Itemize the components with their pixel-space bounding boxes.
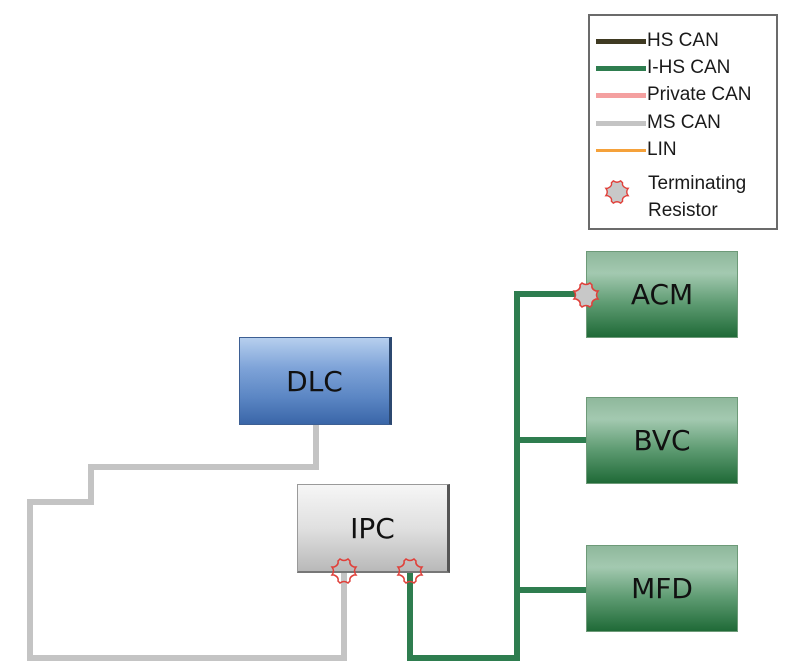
legend: HS CAN I-HS CAN Private CAN MS CAN LIN T…: [588, 14, 778, 230]
legend-item-private-can: Private CAN: [590, 82, 752, 108]
node-acm-label: ACM: [630, 278, 694, 311]
legend-item-lin: LIN: [590, 137, 677, 163]
legend-item-ms-can: MS CAN: [590, 110, 721, 136]
node-bvc[interactable]: BVC: [586, 397, 738, 484]
node-mfd[interactable]: MFD: [586, 545, 738, 632]
node-dlc[interactable]: DLC: [239, 337, 392, 425]
node-mfd-label: MFD: [631, 572, 693, 605]
line-swatch-icon: [596, 65, 646, 71]
line-swatch-icon: [596, 38, 646, 44]
node-ipc[interactable]: IPC: [297, 484, 450, 573]
node-dlc-label: DLC: [286, 364, 343, 398]
line-swatch-icon: [596, 120, 646, 126]
line-swatch-icon: [596, 148, 646, 152]
terminating-resistor-icon: [604, 179, 630, 205]
node-acm[interactable]: ACM: [586, 251, 738, 338]
terminating-resistor-icon: [330, 558, 358, 584]
legend-item-terminating-resistor: Terminating Resistor: [648, 173, 747, 221]
ihs-can-bus-line: [407, 291, 588, 661]
legend-item-hs-can: HS CAN: [590, 28, 719, 54]
line-swatch-icon: [596, 92, 646, 98]
terminating-resistor-icon: [396, 558, 424, 584]
node-bvc-label: BVC: [633, 424, 691, 457]
legend-item-i-hs-can: I-HS CAN: [590, 55, 730, 81]
ms-can-bus-line: [27, 424, 347, 661]
node-ipc-label: IPC: [350, 511, 395, 545]
terminating-resistor-icon: [572, 282, 600, 308]
